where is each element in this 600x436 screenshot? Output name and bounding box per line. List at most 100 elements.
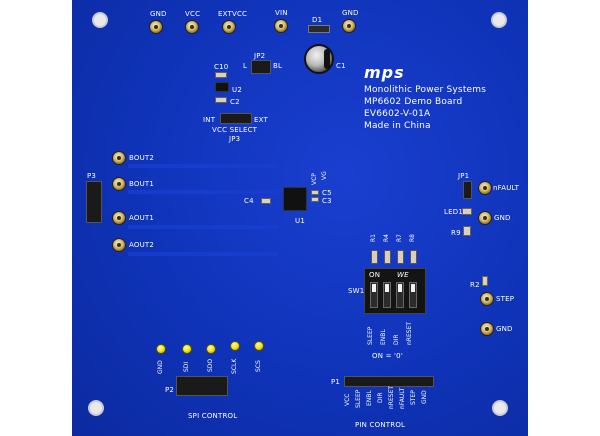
label-c10: C10 xyxy=(214,63,229,71)
label-jp3-int: INT xyxy=(203,116,216,124)
label-gnd-top: GND xyxy=(150,10,167,18)
jumper-jp2[interactable] xyxy=(251,60,271,74)
led-led1 xyxy=(462,208,472,215)
testpoint-spi-sdi[interactable] xyxy=(182,344,192,354)
label-pin-dir: DIR xyxy=(377,392,384,403)
diode-d1 xyxy=(308,25,330,33)
dip-switch-sw1[interactable]: ON WE xyxy=(364,268,426,314)
info-line-2: MP6602 Demo Board xyxy=(364,97,463,107)
terminal-gnd-top xyxy=(149,20,163,34)
capacitor-c3 xyxy=(311,197,319,202)
label-dip-sleep: SLEEP xyxy=(367,326,374,345)
label-u1: U1 xyxy=(295,217,305,225)
label-pin-control: PIN CONTROL xyxy=(355,421,406,429)
mounting-hole xyxy=(88,400,104,416)
mounting-hole xyxy=(92,12,108,28)
testpoint-spi-gnd[interactable] xyxy=(156,344,166,354)
terminal-extvcc xyxy=(222,20,236,34)
trace xyxy=(128,252,278,256)
terminal-gnd-right-2 xyxy=(480,322,494,336)
terminal-step xyxy=(480,292,494,306)
mps-logo: mps xyxy=(364,63,405,82)
label-spi-control: SPI CONTROL xyxy=(188,412,238,420)
label-jp2: JP2 xyxy=(254,52,266,60)
label-pin-gnd: GND xyxy=(421,390,428,404)
label-extvcc: EXTVCC xyxy=(218,10,248,18)
testpoint-spi-scs[interactable] xyxy=(254,341,264,351)
label-dip-dir: DIR xyxy=(393,334,400,345)
resistor-r1 xyxy=(371,250,378,264)
label-pin-nfault: nFAULT xyxy=(399,387,406,409)
label-spi-gnd: GND xyxy=(157,360,164,374)
mounting-hole xyxy=(492,400,508,416)
label-nfault: nFAULT xyxy=(493,184,520,192)
label-gnd-top-right: GND xyxy=(342,9,359,17)
capacitor-c10 xyxy=(215,72,227,78)
label-d1: D1 xyxy=(312,16,323,24)
label-r2: R2 xyxy=(470,281,480,289)
label-vcc: VCC xyxy=(185,10,201,18)
label-r9: R9 xyxy=(451,229,461,237)
label-gnd-right-2: GND xyxy=(496,325,513,333)
capacitor-c1 xyxy=(304,44,334,74)
label-led1: LED1 xyxy=(444,208,463,216)
dip-switch-toggle[interactable] xyxy=(383,282,391,308)
label-r7: R7 xyxy=(396,234,403,242)
label-spi-sclk: SCLK xyxy=(231,358,238,374)
label-aout1: AOUT1 xyxy=(129,214,155,222)
resistor-r7 xyxy=(397,250,404,264)
terminal-gnd-right-1 xyxy=(478,211,492,225)
capacitor-c4 xyxy=(261,198,271,204)
terminal-nfault xyxy=(478,181,492,195)
capacitor-c5 xyxy=(311,190,319,195)
resistor-r2 xyxy=(482,276,488,286)
dip-switch-toggle[interactable] xyxy=(370,282,378,308)
label-pin-nreset: nRESET xyxy=(388,385,395,409)
chip-u1 xyxy=(283,187,307,211)
label-pin-enbl: ENBL xyxy=(366,390,373,406)
label-step: STEP xyxy=(496,295,515,303)
header-p2[interactable] xyxy=(176,376,228,396)
terminal-bout2 xyxy=(112,151,126,165)
testpoint-spi-sdo[interactable] xyxy=(206,344,216,354)
capacitor-c2 xyxy=(215,97,227,103)
label-on-note: ON = '0' xyxy=(372,352,403,360)
terminal-bout1 xyxy=(112,177,126,191)
header-p3[interactable] xyxy=(86,181,102,223)
label-spi-scs: SCS xyxy=(255,360,262,372)
trace xyxy=(128,225,278,229)
header-p1[interactable] xyxy=(344,376,434,387)
label-r1: R1 xyxy=(370,234,377,242)
label-jp3: JP3 xyxy=(229,135,241,143)
jumper-jp1[interactable] xyxy=(463,181,472,199)
dip-switch-toggle[interactable] xyxy=(396,282,404,308)
label-jp1: JP1 xyxy=(458,172,470,180)
label-bout2: BOUT2 xyxy=(129,154,155,162)
label-spi-sdi: SDI xyxy=(183,361,190,372)
trace xyxy=(128,190,278,194)
label-jp2-left: L xyxy=(243,62,248,70)
label-aout2: AOUT2 xyxy=(129,241,155,249)
jumper-jp3[interactable] xyxy=(220,113,252,124)
label-p2: P2 xyxy=(165,386,175,394)
label-dip-enbl: ENBL xyxy=(380,329,387,345)
info-line-1: Monolithic Power Systems xyxy=(364,85,487,95)
resistor-r9 xyxy=(463,226,471,236)
label-r4: R4 xyxy=(383,234,390,242)
terminal-aout1 xyxy=(112,211,126,225)
label-dip-nreset: nRESET xyxy=(406,321,413,345)
label-c3: C3 xyxy=(322,197,332,205)
label-jp3-ext: EXT xyxy=(254,116,268,124)
label-gnd-right-1: GND xyxy=(494,214,511,222)
testpoint-spi-sclk[interactable] xyxy=(230,341,240,351)
label-c2: C2 xyxy=(230,98,240,106)
mounting-hole xyxy=(491,12,507,28)
pcb-board: GND VCC EXTVCC VIN D1 GND C1 JP2 L BL C1… xyxy=(72,0,528,436)
dip-switch-toggle[interactable] xyxy=(409,282,417,308)
label-c4: C4 xyxy=(244,197,254,205)
label-dip-on: ON xyxy=(369,271,381,279)
label-dip-brand: WE xyxy=(397,271,409,279)
label-sw1: SW1 xyxy=(348,287,365,295)
resistor-r4 xyxy=(384,250,391,264)
